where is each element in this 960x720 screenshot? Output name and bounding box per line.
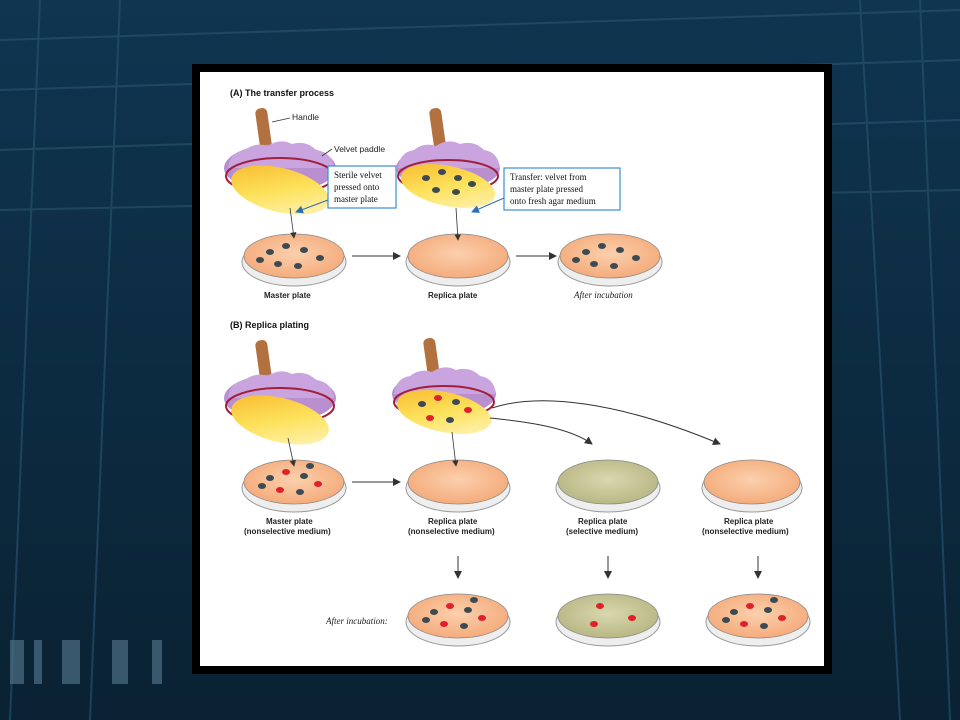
after-incubation-label: After incubation: xyxy=(325,616,388,626)
callout2-line2: master plate pressed xyxy=(510,184,583,194)
replica-plating-figure: (A) The transfer process Handle Velvet p… xyxy=(200,72,824,666)
caption-replica-plate-a: Replica plate xyxy=(428,291,478,300)
handle-label: Handle xyxy=(292,112,319,122)
caption-after-incubation-a: After incubation xyxy=(573,290,633,300)
incubated-plate-a xyxy=(557,233,663,287)
callout1-line2: pressed onto xyxy=(334,182,380,192)
caption-replica-b1-medium: (nonselective medium) xyxy=(408,527,495,536)
incubated-plate-b3 xyxy=(705,593,811,647)
callout2-line1: Transfer: velvet from xyxy=(510,172,587,182)
incubated-plate-b1 xyxy=(405,593,511,647)
replica-plate-b2 xyxy=(555,459,661,513)
replica-plate-b1 xyxy=(405,459,511,513)
velvet-paddle-a1 xyxy=(224,108,336,215)
caption-replica-b3: Replica plate xyxy=(724,517,774,526)
callout1-line3: master plate xyxy=(334,194,378,204)
caption-replica-b2: Replica plate xyxy=(578,517,628,526)
incubated-plate-b2 xyxy=(555,593,661,647)
caption-master-plate-b-medium: (nonselective medium) xyxy=(244,527,331,536)
caption-master-plate-a: Master plate xyxy=(264,291,311,300)
callout2-line3: onto fresh agar medium xyxy=(510,196,596,206)
caption-master-plate-b: Master plate xyxy=(266,517,313,526)
master-plate-b xyxy=(241,459,347,513)
replica-plate-b3 xyxy=(701,459,803,513)
callout-box-2 xyxy=(503,167,621,211)
velvet-paddle-a2 xyxy=(396,108,500,208)
caption-replica-b2-medium: (selective medium) xyxy=(566,527,638,536)
caption-replica-b3-medium: (nonselective medium) xyxy=(702,527,789,536)
velvet-paddle-b1 xyxy=(224,340,336,445)
section-b-title: (B) Replica plating xyxy=(230,320,309,330)
callout1-line1: Sterile velvet xyxy=(334,170,382,180)
master-plate-a xyxy=(241,233,347,287)
callout-box-1 xyxy=(327,165,397,209)
velvet-label: Velvet paddle xyxy=(334,144,385,154)
replica-plate-a xyxy=(405,233,511,287)
section-a-title: (A) The transfer process xyxy=(230,88,334,98)
velvet-paddle-b2 xyxy=(392,338,496,434)
caption-replica-b1: Replica plate xyxy=(428,517,478,526)
